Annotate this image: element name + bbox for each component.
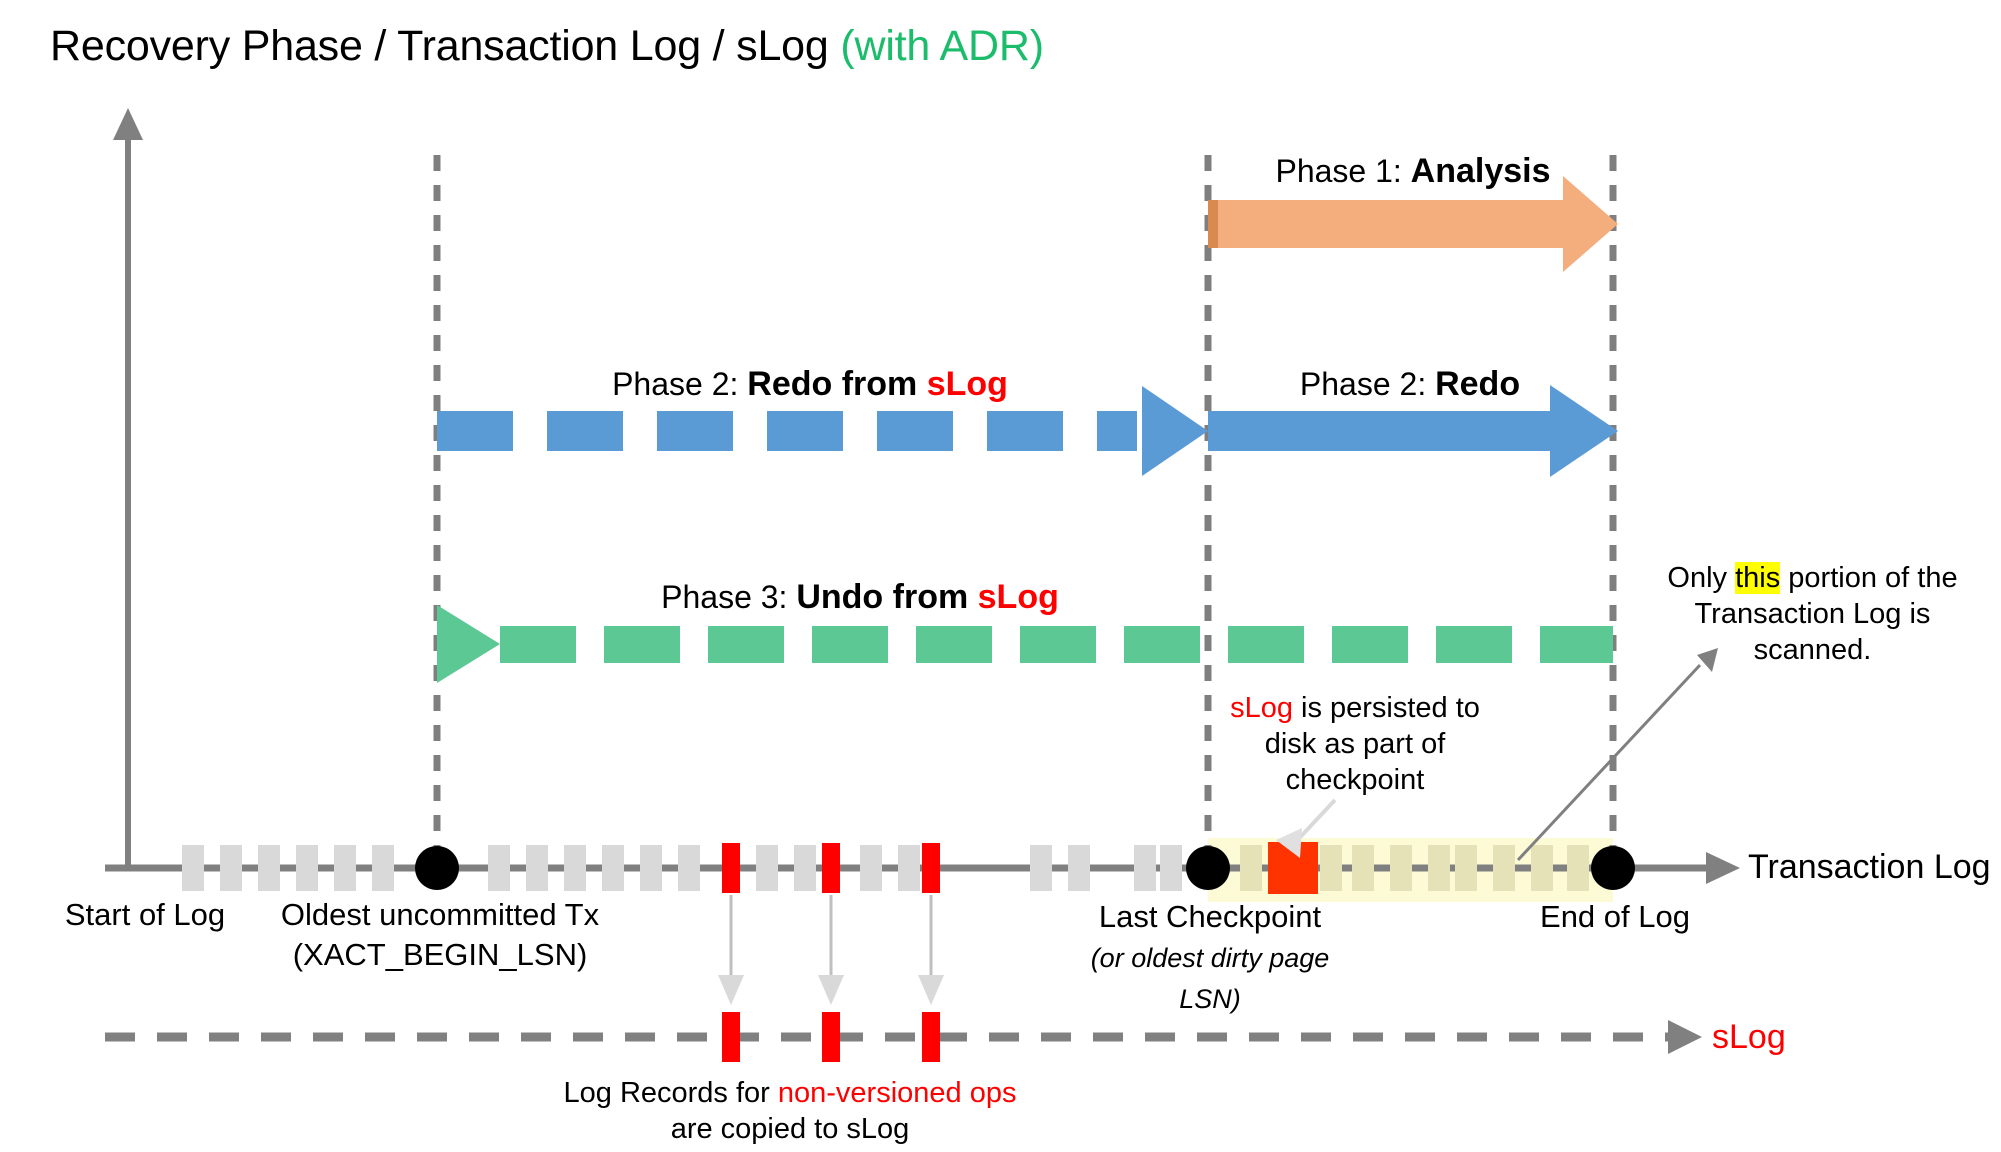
slog-copy-note-red: non-versioned ops bbox=[777, 1077, 1017, 1109]
scanned-note-leader bbox=[1516, 648, 1718, 862]
axis-label-transaction-log: Transaction Log bbox=[1748, 848, 1991, 886]
title-suffix-adr: (with ADR) bbox=[840, 22, 1044, 70]
phase2-redo-label: Phase 2: Redo bbox=[1210, 365, 1610, 404]
phase1-prefix: Phase 1: bbox=[1275, 153, 1411, 189]
slog-copy-note-pre: Log Records for bbox=[563, 1077, 778, 1109]
oldest-tx-line2: (XACT_BEGIN_LSN) bbox=[292, 937, 588, 972]
slog-copy-note-line2: are copied to sLog bbox=[670, 1113, 910, 1145]
phase2-emphasis: Redo bbox=[1435, 365, 1521, 403]
slog-persist-block bbox=[1268, 842, 1318, 894]
scanned-note-highlight: this bbox=[1735, 562, 1781, 594]
log-record-ticks-gray bbox=[182, 845, 1182, 891]
log-record-ticks-red bbox=[722, 843, 940, 893]
phase2-slog-emphasis: Redo from bbox=[747, 365, 927, 403]
checkpoint-note: sLog is persisted to disk as part of che… bbox=[1200, 690, 1510, 798]
oldest-tx-line1: Oldest uncommitted Tx bbox=[280, 897, 600, 932]
checkpoint-note-line3: checkpoint bbox=[1285, 764, 1425, 796]
slog-record-ticks-red bbox=[722, 1012, 940, 1062]
last-checkpoint-sub1: (or oldest dirty page bbox=[1090, 943, 1330, 973]
phase2-slog-emphasis2: sLog bbox=[926, 365, 1008, 403]
checkpoint-note-slog: sLog bbox=[1230, 692, 1293, 724]
slog-copy-connectors bbox=[718, 895, 944, 1005]
marker-dot-last-checkpoint bbox=[1186, 846, 1230, 890]
label-start-of-log: Start of Log bbox=[64, 897, 226, 932]
scanned-highlight-band bbox=[1208, 838, 1613, 902]
scanned-note: Only this portion of the Transaction Log… bbox=[1640, 560, 1985, 668]
slog-axis bbox=[105, 1020, 1702, 1054]
label-last-checkpoint: Last Checkpoint (or oldest dirty page LS… bbox=[1060, 897, 1360, 1019]
checkpoint-note-line1: is persisted to bbox=[1292, 692, 1480, 724]
phase2-redo-from-slog-label: Phase 2: Redo from sLog bbox=[530, 365, 1090, 404]
axis-label-slog: sLog bbox=[1712, 1018, 1786, 1056]
log-record-ticks-scanned bbox=[1240, 845, 1589, 891]
checkpoint-note-line2: disk as part of bbox=[1264, 728, 1446, 760]
phase3-emphasis2: sLog bbox=[977, 578, 1059, 616]
phase3-emphasis: Undo from bbox=[796, 578, 978, 616]
scanned-note-pre: Only bbox=[1667, 562, 1736, 594]
scanned-note-line2: Transaction Log is scanned. bbox=[1694, 598, 1931, 666]
phase3-prefix: Phase 3: bbox=[661, 579, 797, 615]
last-checkpoint-sub2: LSN) bbox=[1179, 984, 1241, 1014]
scanned-note-post: portion of the bbox=[1780, 562, 1958, 594]
checkpoint-note-leader bbox=[1276, 798, 1337, 858]
title-main: Recovery Phase / Transaction Log / sLog bbox=[50, 22, 841, 70]
marker-dot-end-of-log bbox=[1591, 846, 1635, 890]
transaction-log-axis bbox=[105, 852, 1740, 884]
phase2-slog-prefix: Phase 2: bbox=[612, 366, 748, 402]
phase3-undo-from-slog-label: Phase 3: Undo from sLog bbox=[540, 578, 1180, 617]
label-end-of-log: End of Log bbox=[1540, 899, 1690, 934]
phase1-analysis-label: Phase 1: Analysis bbox=[1208, 152, 1618, 191]
marker-dot-oldest-tx bbox=[415, 846, 459, 890]
phase1-emphasis: Analysis bbox=[1410, 152, 1551, 190]
label-oldest-uncommitted-tx: Oldest uncommitted Tx (XACT_BEGIN_LSN) bbox=[250, 895, 630, 975]
slog-copy-note: Log Records for non-versioned ops are co… bbox=[520, 1075, 1060, 1147]
last-checkpoint-title: Last Checkpoint bbox=[1098, 899, 1322, 934]
vertical-axis bbox=[113, 108, 143, 868]
phase2-prefix: Phase 2: bbox=[1299, 366, 1436, 402]
page-title: Recovery Phase / Transaction Log / sLog … bbox=[50, 22, 1044, 71]
